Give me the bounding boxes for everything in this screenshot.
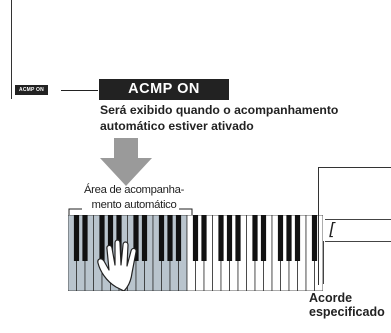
chord-display-glyph: [ xyxy=(327,220,338,240)
black-key xyxy=(218,215,224,261)
black-key xyxy=(201,215,207,261)
connector-line xyxy=(61,90,98,91)
lcd-line-bottom xyxy=(325,241,391,242)
lcd-line-top xyxy=(325,219,391,220)
black-key xyxy=(107,215,114,261)
area-caption-line-2: mento automático xyxy=(91,199,177,211)
chord-caption-line-1: Acorde xyxy=(309,291,353,305)
black-key xyxy=(311,215,318,261)
black-key xyxy=(252,215,258,261)
chord-caption: Acorde especificado xyxy=(309,291,391,319)
black-key xyxy=(175,215,182,261)
description-line-2: automático estiver ativado xyxy=(100,118,254,133)
black-key xyxy=(99,215,105,261)
keyboard xyxy=(68,215,323,291)
black-key xyxy=(158,215,165,261)
down-arrow-icon xyxy=(100,138,152,186)
lcd-display-top xyxy=(11,0,45,99)
black-key xyxy=(73,215,80,261)
black-key xyxy=(116,215,122,261)
lcd-display-right: [ xyxy=(318,167,391,285)
black-key xyxy=(82,215,88,261)
black-key xyxy=(141,215,148,261)
black-key xyxy=(167,215,173,261)
black-key xyxy=(286,215,292,261)
black-key xyxy=(235,215,241,261)
acmp-description: Será exibido quando o acompanhamento aut… xyxy=(100,103,390,134)
black-key xyxy=(277,215,284,261)
chord-pointer-line xyxy=(323,241,324,284)
black-key xyxy=(192,215,199,261)
black-key xyxy=(226,215,233,261)
black-key xyxy=(260,215,267,261)
area-bracket xyxy=(68,208,193,216)
black-key xyxy=(133,215,139,261)
accompaniment-area-caption: Área de acompanha- mento automático xyxy=(66,183,202,213)
area-caption-line-1: Área de acompanha- xyxy=(83,184,185,196)
acmp-on-label: ACMP ON xyxy=(99,79,229,100)
description-line-1: Será exibido quando o acompanhamento xyxy=(100,103,339,117)
hand-icon xyxy=(97,239,137,291)
black-key xyxy=(294,215,301,261)
chord-caption-line-2: especificado xyxy=(309,305,385,319)
acmp-on-indicator-small: ACMP ON xyxy=(15,85,48,95)
